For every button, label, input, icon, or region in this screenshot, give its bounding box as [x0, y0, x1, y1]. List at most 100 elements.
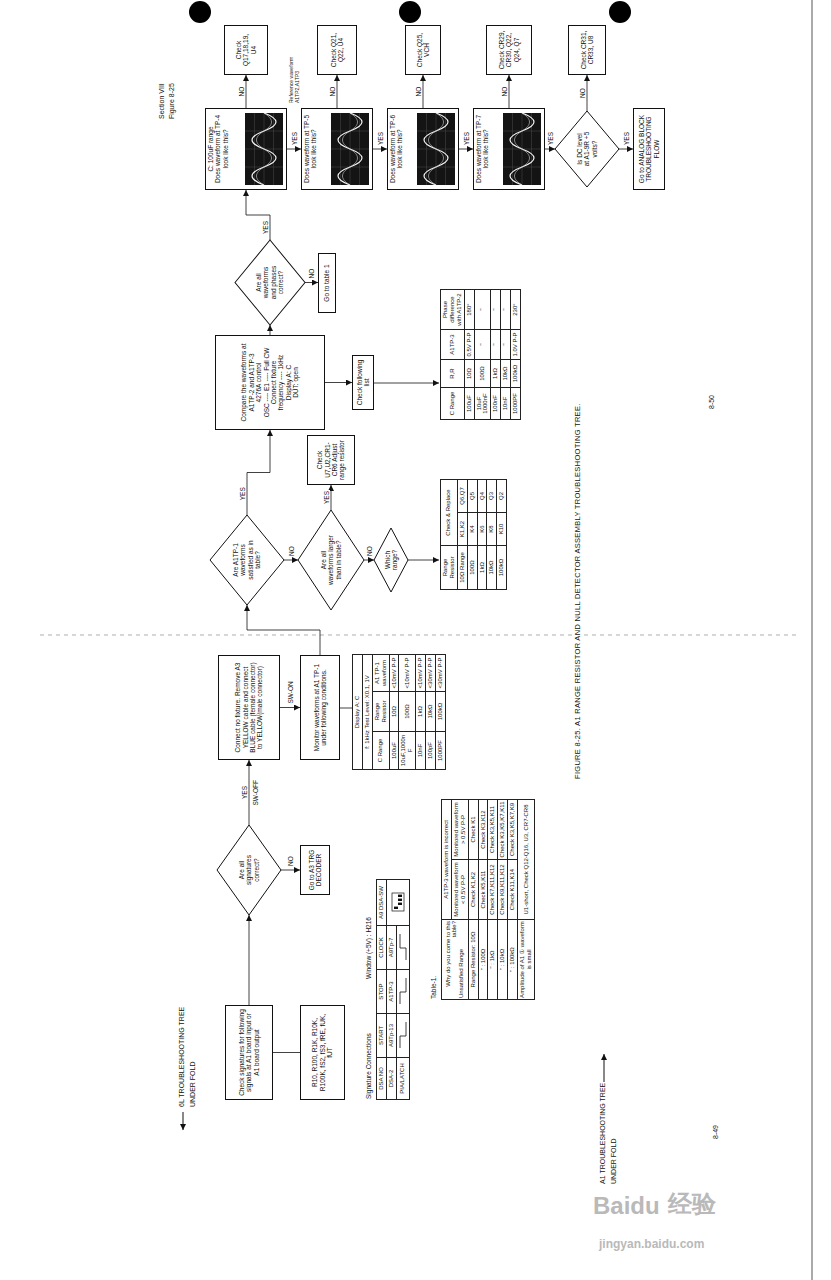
table-cell-text: Q5 — [469, 481, 476, 511]
dip-lever — [394, 907, 398, 909]
decision-diamond: Are all signatures correct? — [217, 825, 281, 915]
table-cell-text: K1,K2 — [459, 514, 466, 544]
process-box: Check CR31, CR33, U8 — [568, 25, 606, 75]
table-cell: 100Ω — [399, 692, 416, 732]
table-cell: 100kΩ — [497, 546, 507, 590]
table-cell: " — [501, 290, 511, 330]
flow-connector — [247, 430, 270, 515]
edge-label: NO — [501, 86, 508, 98]
scope-trace — [417, 113, 455, 185]
table-cell: K6 — [477, 513, 487, 546]
diamond-shape — [210, 515, 284, 605]
table-cell-text: Unsatisfied Range — [458, 921, 465, 998]
table-cell: A9 DSA-SW — [377, 880, 387, 926]
node-text: Does waveform at TP-4 look like this? — [214, 112, 229, 186]
table-cell-text: 10Ω — [466, 361, 473, 386]
node-text: Check U7,U2,CR1-CR6 Adjust range resisto… — [316, 439, 346, 481]
table-row: 1000PF100kΩ1.0V P-P230° — [511, 290, 521, 420]
table-cell: 10nF — [501, 388, 511, 420]
box-text: Monitor waveforms at A1 TP-1 under follo… — [313, 659, 328, 756]
node-text: Go to A3 TRG DECODER — [308, 849, 323, 891]
dip-lever — [398, 895, 402, 897]
table-cell: 100kΩ — [511, 360, 521, 388]
table-title: Table-1. — [430, 975, 437, 1000]
table-title: Signature Connections — [365, 1032, 372, 1100]
punch-hole — [189, 1, 211, 23]
table-row: C RangeR,RA1TP-3Phase difference with A1… — [441, 290, 465, 420]
flow-connector — [281, 870, 300, 871]
dip-switch — [392, 894, 404, 912]
decision-diamond: Is DC level at A1-9R +5 volts? — [555, 111, 619, 187]
edge-label: YES — [463, 131, 470, 146]
table-cell-text: Range Resistor — [374, 693, 388, 730]
box-text: Check following list — [356, 359, 371, 406]
table-row: DSA-2A9Tp-13A1TP-3A9Tp-7 — [386, 880, 396, 1100]
table-cell-text: Check K3,K5,K7,K9 — [509, 801, 516, 858]
table-cell: Monitored waveform > 0.5V P-P — [451, 799, 468, 859]
table-cell: 10kΩ — [426, 692, 436, 732]
edge-label: YES — [547, 131, 554, 146]
sheet-edge — [812, 0, 813, 1280]
table-cell: " : 10kΩ — [498, 920, 508, 1000]
flow-connector — [619, 149, 633, 150]
table-cell: Monitored waveform < 0.5V P-P — [451, 860, 468, 920]
table-cell: K10 — [497, 513, 507, 546]
flow-connector — [249, 915, 250, 1005]
table-cell-text: A9 DSA-SW — [378, 881, 385, 924]
node-text: DUT: open — [292, 339, 299, 426]
node-text: Check Q25, VCH — [416, 29, 431, 71]
table-cell-text: <10mV P-P — [417, 656, 424, 690]
flow-connector — [587, 75, 588, 111]
table-cell-text: Check K3,K5,K11 — [489, 801, 496, 858]
table-cell: Check K3,K5,K7,K11 — [498, 799, 508, 859]
table-cell: A1TP-3 waveform is incorrect — [442, 799, 452, 919]
node-text: Display A: C — [285, 339, 292, 426]
table-cell-text: DSA NO — [378, 1059, 385, 1098]
table-cell: f: 1kHz Test Level: X0.1, 1V — [362, 654, 372, 769]
node-text: Does waveform at TP-5 look like this? — [303, 112, 318, 186]
edge-sketch — [400, 979, 406, 1005]
table-row: " : 100ΩCheck K5,K11Check K3,K12 — [478, 799, 488, 999]
box-text: Does waveform at TP-6 look like this? — [389, 112, 404, 186]
flow-connector — [273, 1052, 300, 1053]
table-cell — [396, 926, 409, 970]
fold-note: UNDER FOLD — [189, 1060, 197, 1108]
table-cell-text: Check K11,K14 — [509, 861, 516, 918]
table-cell: 100Ω — [474, 360, 491, 388]
flow-connector — [270, 325, 271, 335]
node-text: Does waveform at TP-6 look like this? — [389, 112, 404, 186]
diamond-shape — [374, 528, 408, 592]
table-cell-text: R,R — [449, 361, 456, 386]
table-cell: " — [501, 330, 511, 360]
table-row: 10uF,1000nF100Ω<10mV P-P — [399, 654, 416, 769]
table-cell-text: START — [378, 1015, 385, 1056]
table-cell-text: A9Tp-7 — [388, 927, 395, 968]
table-row: 1000PF100kΩ<30mV P-P — [436, 654, 446, 769]
table-cell-text: Check K5,K11 — [480, 861, 487, 918]
table-cell-text: Why do you come to this table? — [445, 921, 459, 998]
node-text: Go to table 1 — [323, 257, 330, 309]
table-cell-text: Monitored waveform < 0.5V P-P — [453, 861, 467, 918]
diamond-text: Are all waveforms and phases correct? — [255, 261, 285, 304]
node-text: Go to ANALOG BLOCK TROUBLESHOOTING FLOW — [638, 112, 660, 186]
box-text: Check Q25, VCH — [416, 29, 431, 71]
decision-diamond: Are A1TP-1 waveforms satisfied as in tab… — [210, 515, 284, 605]
signal-sketch — [398, 1021, 408, 1051]
fold-line — [40, 635, 800, 636]
table-cell-text: " — [502, 291, 509, 328]
table-cell: Amplitude of A1 ① waveform is small — [518, 920, 535, 1000]
process-box: Check Q17,18,19, U4 — [224, 25, 268, 75]
node-text: Are A1TP-1 waveforms satisfied as in tab… — [232, 538, 262, 583]
table-cell-text: C Range — [377, 733, 384, 768]
table-cell: " — [474, 330, 491, 360]
figure-caption: FIGURE 8-25. A1 RANGE RESISTOR AND NULL … — [574, 402, 583, 780]
table-cell-text: Range Resistor: 10Ω — [470, 921, 477, 998]
waveform-check-box: Does waveform at TP-6 look like this? — [387, 108, 459, 190]
dip-lever — [398, 903, 402, 905]
fold-note: UNDER FOLD — [610, 1137, 618, 1185]
scope-trace — [503, 113, 541, 185]
table-cell-text: K6 — [479, 514, 486, 544]
box-text: Compare the waveforms at A1TP-2 and A1TP… — [240, 339, 300, 426]
